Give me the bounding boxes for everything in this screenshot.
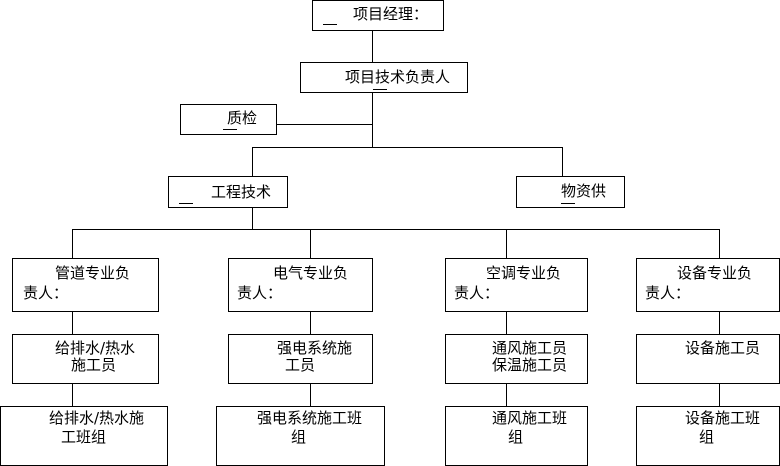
- electrical-team-box: 强电系统施工班 组: [216, 406, 385, 466]
- technical-lead-label: 项目技术负责人: [345, 68, 451, 86]
- pipe-specialty-lead-box: 管道专业负 责人：: [12, 258, 159, 312]
- engineering-technology-label: 工程技术: [211, 183, 272, 201]
- equipment-specialty-lead-box: 设备专业负 责人：: [636, 258, 780, 312]
- project-manager-label: 项目经理：: [353, 5, 429, 23]
- hvac-worker-line1: 通风施工员: [492, 339, 568, 357]
- equipment-specialty-lead-line2: 责人：: [645, 284, 691, 302]
- signature-line-mark: [323, 24, 337, 25]
- electrical-worker-line1: 强电系统施: [277, 339, 353, 357]
- pipe-team-line1: 给排水/热水施: [49, 409, 145, 427]
- signature-line-mark: [179, 203, 193, 204]
- electrical-specialty-lead-box: 电气专业负 责人：: [228, 258, 373, 312]
- hvac-specialty-lead-box: 空调专业负 责人：: [445, 258, 588, 312]
- technical-lead-box: 项目技术负责人: [300, 62, 468, 93]
- pipe-worker-box: 给排水/热水 施工员: [12, 334, 159, 384]
- hvac-specialty-lead-line2: 责人：: [454, 284, 500, 302]
- equipment-team-line2: 组: [699, 428, 715, 446]
- electrical-team-line1: 强电系统施工班: [257, 409, 363, 427]
- equipment-specialty-lead-line1: 设备专业负: [677, 264, 753, 282]
- electrical-specialty-lead-line2: 责人：: [237, 284, 283, 302]
- pipe-specialty-lead-line1: 管道专业负: [55, 264, 131, 282]
- pipe-team-box: 给排水/热水施 工班组: [0, 406, 168, 466]
- equipment-team-line1: 设备施工班: [685, 409, 761, 427]
- pipe-worker-line1: 给排水/热水: [55, 339, 136, 357]
- electrical-team-line2: 组: [291, 428, 307, 446]
- materials-supply-box: 物资供: [516, 176, 625, 208]
- signature-line-mark: [223, 129, 237, 130]
- quality-inspection-box: 质检: [180, 104, 277, 135]
- equipment-worker-box: 设备施工员: [636, 334, 780, 384]
- materials-supply-label: 物资供: [561, 182, 607, 200]
- quality-inspection-label: 质检: [227, 109, 258, 127]
- signature-line-mark: [561, 203, 575, 204]
- project-manager-box: 项目经理：: [312, 0, 444, 31]
- electrical-worker-box: 强电系统施 工员: [228, 334, 373, 384]
- equipment-team-box: 设备施工班 组: [636, 406, 780, 466]
- hvac-specialty-lead-line1: 空调专业负: [486, 264, 562, 282]
- hvac-team-box: 通风施工班 组: [445, 406, 588, 466]
- hvac-worker-box: 通风施工员 保温施工员: [445, 334, 588, 384]
- equipment-worker-line1: 设备施工员: [685, 339, 761, 357]
- electrical-worker-line2: 工员: [285, 356, 316, 374]
- signature-line-mark: [373, 89, 387, 90]
- hvac-team-line2: 组: [508, 428, 524, 446]
- pipe-team-line2: 工班组: [61, 428, 107, 446]
- hvac-worker-line2: 保温施工员: [492, 356, 568, 374]
- electrical-specialty-lead-line1: 电气专业负: [273, 264, 349, 282]
- hvac-team-line1: 通风施工班: [492, 409, 568, 427]
- pipe-specialty-lead-line2: 责人：: [23, 284, 69, 302]
- engineering-technology-box: 工程技术: [168, 176, 288, 208]
- pipe-worker-line2: 施工员: [71, 356, 117, 374]
